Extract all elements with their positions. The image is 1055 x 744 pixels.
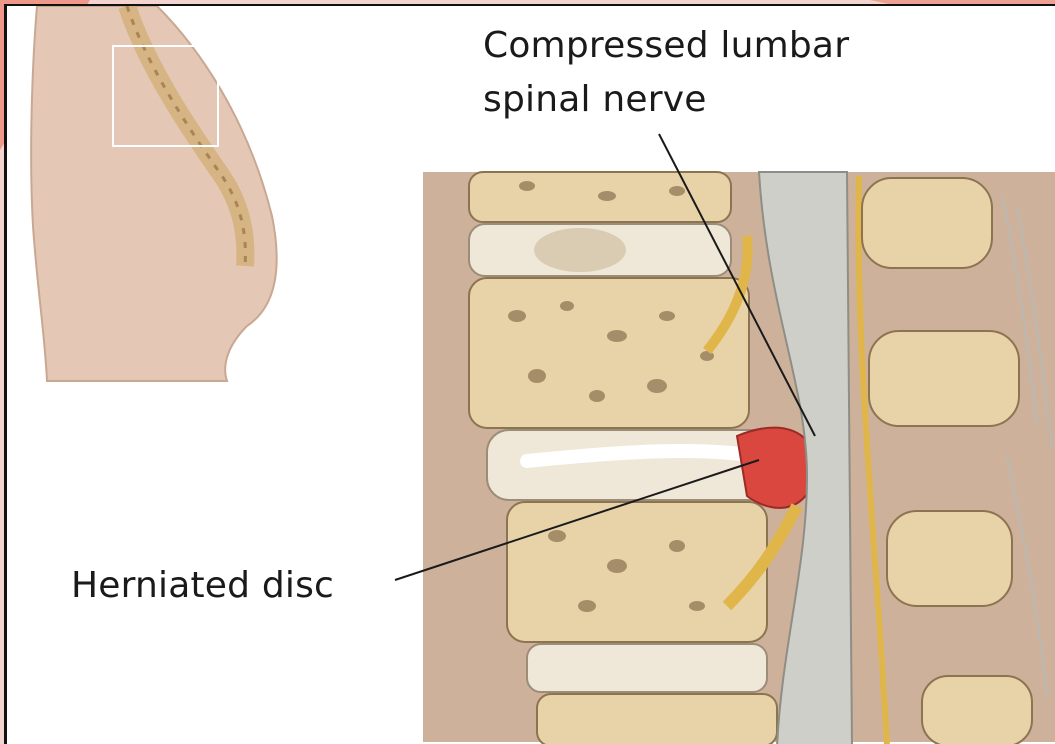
figure-frame: Compressed lumbar spinal nerve Herniated… (4, 4, 1055, 744)
vertebra (537, 694, 777, 744)
spinous-process (922, 676, 1032, 744)
disc (527, 644, 767, 692)
spinous-process (887, 511, 1012, 606)
disc-label: Herniated disc (71, 564, 334, 608)
nerve-label-line2: spinal nerve (483, 78, 707, 122)
vertebra (507, 502, 767, 642)
torso-thumbnail (31, 6, 277, 381)
spine-cross-section (423, 172, 1055, 744)
spinous-process (869, 331, 1019, 426)
spinous-process (862, 178, 992, 268)
nerve-label-line1: Compressed lumbar (483, 24, 849, 68)
